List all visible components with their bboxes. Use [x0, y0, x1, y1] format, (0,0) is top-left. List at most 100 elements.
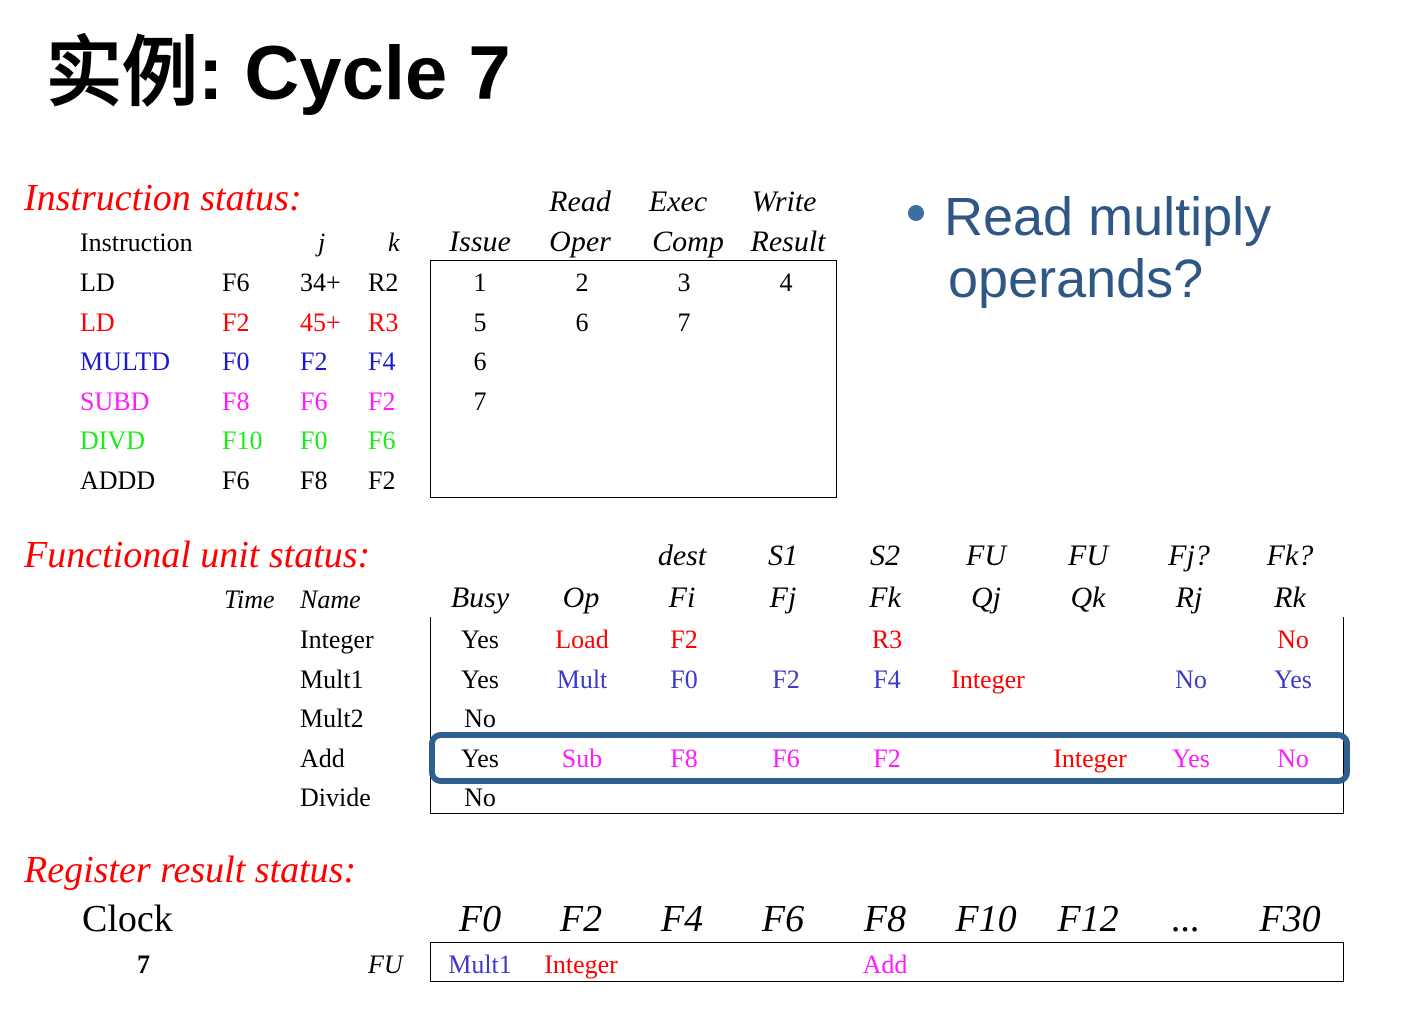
fu-name: Integer: [300, 625, 374, 654]
fu-fj: F6: [772, 743, 800, 773]
instr-k: F4: [368, 347, 396, 377]
fu-header-top: Fk?: [1266, 539, 1314, 572]
fu-busy: No: [464, 704, 496, 734]
fu-status-box: [430, 617, 1344, 814]
register-value: Mult1: [448, 950, 512, 979]
fu-header-top: S2: [870, 539, 900, 572]
register-header: ...: [1171, 898, 1201, 940]
fu-fi: F2: [670, 625, 698, 654]
instr-j: F0: [300, 426, 328, 456]
instr-op: LD: [80, 307, 115, 337]
fu-fi: F0: [670, 664, 698, 694]
hdr-exec-bottom: Comp: [652, 225, 724, 258]
instr-k: R2: [368, 268, 399, 297]
instr-issue: 1: [473, 268, 487, 297]
fu-name: Divide: [300, 783, 371, 813]
fu-name: Add: [300, 743, 345, 773]
highlight-add-row: [429, 732, 1350, 784]
fu-header: Fk: [869, 581, 901, 614]
hdr-k: k: [388, 228, 400, 257]
fu-fj: F2: [772, 664, 800, 694]
instr-op: DIVD: [80, 426, 145, 456]
hdr-exec-top: Exec: [648, 185, 708, 218]
instr-op: SUBD: [80, 386, 150, 416]
register-header: F6: [761, 898, 805, 940]
instr-j: F2: [300, 347, 328, 377]
register-header: F12: [1057, 898, 1119, 940]
fu-label: FU: [368, 950, 403, 979]
fu-header: Busy: [450, 581, 510, 614]
instr-op: LD: [80, 268, 115, 297]
instr-j: F6: [300, 386, 328, 416]
fu-header: Rj: [1175, 581, 1203, 614]
instr-op: ADDD: [80, 466, 156, 495]
instr-k: F2: [368, 466, 396, 495]
instr-j: 34+: [300, 268, 341, 297]
hdr-write-top: Write: [751, 185, 817, 218]
fu-busy: Yes: [461, 625, 499, 654]
instr-dest: F8: [222, 386, 250, 416]
fu-op: Mult: [556, 664, 608, 694]
fu-header: Op: [562, 581, 600, 614]
fu-qk: Integer: [1053, 743, 1127, 773]
instr-issue: 5: [473, 307, 487, 337]
register-value: Add: [862, 950, 908, 979]
fu-busy: No: [464, 783, 496, 813]
instr-dest: F2: [222, 307, 250, 337]
register-header: F30: [1259, 898, 1321, 940]
instr-exec: 7: [677, 307, 691, 337]
register-value: Integer: [544, 950, 618, 979]
register-header: F2: [559, 898, 603, 940]
fu-header: Qj: [971, 581, 1001, 614]
hdr-write-bottom: Result: [750, 225, 826, 258]
instr-dest: F0: [222, 347, 250, 377]
fu-rj: No: [1175, 664, 1207, 694]
register-header: F8: [863, 898, 907, 940]
fu-busy: Yes: [461, 743, 499, 773]
register-status-box: [430, 942, 1344, 982]
instr-k: R3: [368, 307, 399, 337]
fu-rk: Yes: [1274, 664, 1312, 694]
fu-header: Fi: [668, 581, 696, 614]
fu-fk: F4: [873, 664, 901, 694]
fu-op: Sub: [561, 743, 603, 773]
fu-header-top: dest: [657, 539, 707, 572]
fu-header-top: Fj?: [1168, 539, 1210, 572]
register-header: F0: [458, 898, 502, 940]
instr-issue: 6: [473, 347, 487, 377]
instr-read: 2: [575, 268, 589, 297]
instr-dest: F6: [222, 466, 250, 495]
bullet-dot-icon: [908, 204, 924, 221]
clock-label: Clock: [82, 898, 173, 940]
hdr-time: Time: [224, 585, 275, 614]
instr-exec: 3: [677, 268, 691, 297]
hdr-name: Name: [300, 585, 361, 614]
hdr-issue: Issue: [449, 225, 511, 258]
bullet-note: Read multiply operands?: [908, 186, 1271, 310]
instr-j: 45+: [300, 307, 341, 337]
fu-header-top: FU: [966, 539, 1006, 572]
instr-dest: F10: [222, 426, 263, 456]
bullet-line-1: Read multiply: [944, 187, 1272, 247]
page-title: 实例: Cycle 7: [46, 31, 511, 116]
instr-k: F6: [368, 426, 396, 456]
instr-k: F2: [368, 386, 396, 416]
fu-header-top: FU: [1068, 539, 1108, 572]
register-header: F4: [660, 898, 704, 940]
hdr-read-bottom: Oper: [549, 225, 611, 258]
fu-fi: F8: [670, 743, 698, 773]
fu-fk: F2: [873, 743, 901, 773]
fu-status-title: Functional unit status:: [24, 534, 371, 576]
fu-rj: Yes: [1172, 743, 1210, 773]
fu-header: Qk: [1070, 581, 1106, 614]
register-status-title: Register result status:: [24, 849, 357, 891]
fu-qj: Integer: [951, 664, 1025, 694]
hdr-read-top: Read: [549, 185, 611, 218]
instr-issue: 7: [473, 386, 487, 416]
fu-busy: Yes: [461, 664, 499, 694]
instr-read: 6: [575, 307, 589, 337]
fu-header: Fj: [769, 581, 797, 614]
fu-header-top: S1: [768, 539, 798, 572]
instr-op: MULTD: [80, 347, 171, 377]
hdr-j: j: [318, 228, 326, 257]
